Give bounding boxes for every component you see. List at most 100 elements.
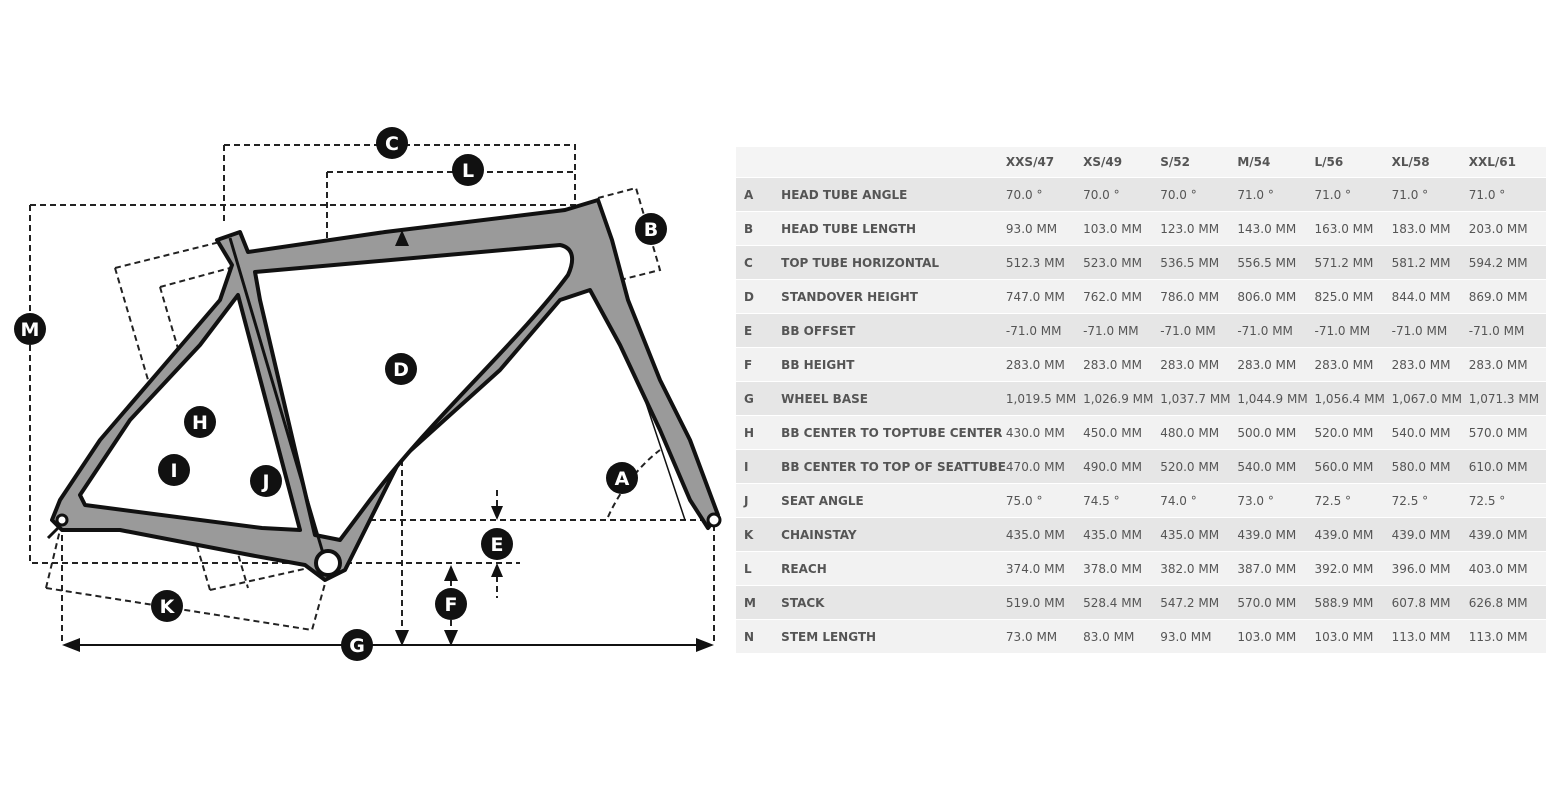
row-value: 519.0 MM xyxy=(1005,585,1084,620)
row-value: 512.3 MM xyxy=(1005,245,1084,280)
size-header: XS/49 xyxy=(1083,147,1161,178)
row-value: 626.8 MM xyxy=(1468,585,1546,620)
row-value: 70.0 ° xyxy=(1083,177,1161,212)
size-header: XXL/61 xyxy=(1468,147,1546,178)
row-key: G xyxy=(736,381,782,416)
row-value: -71.0 MM xyxy=(1468,313,1546,348)
label-l: L xyxy=(452,154,484,186)
row-value: 283.0 MM xyxy=(1468,347,1546,382)
row-value: 610.0 MM xyxy=(1468,449,1546,484)
row-value: 1,071.3 MM xyxy=(1468,381,1546,416)
label-m: M xyxy=(14,313,46,345)
row-value: 283.0 MM xyxy=(1391,347,1469,382)
row-value: 396.0 MM xyxy=(1391,551,1469,586)
row-value: 762.0 MM xyxy=(1083,279,1161,314)
label-h: H xyxy=(184,406,216,438)
row-value: 113.0 MM xyxy=(1468,619,1546,653)
row-key: L xyxy=(736,551,782,586)
row-value: 536.5 MM xyxy=(1160,245,1238,280)
row-name: SEAT ANGLE xyxy=(781,483,1006,518)
row-value: 103.0 MM xyxy=(1314,619,1392,653)
row-value: 93.0 MM xyxy=(1005,211,1084,246)
row-value: 103.0 MM xyxy=(1237,619,1315,653)
row-value: 450.0 MM xyxy=(1083,415,1161,450)
row-value: 283.0 MM xyxy=(1314,347,1392,382)
label-i: I xyxy=(158,454,190,486)
row-name: BB OFFSET xyxy=(781,313,1006,348)
row-value: 540.0 MM xyxy=(1237,449,1315,484)
row-value: 439.0 MM xyxy=(1468,517,1546,552)
row-value: 588.9 MM xyxy=(1314,585,1392,620)
row-name: BB CENTER TO TOP OF SEATTUBE xyxy=(781,449,1006,484)
row-value: 1,037.7 MM xyxy=(1160,381,1238,416)
size-header: XXS/47 xyxy=(1005,147,1084,178)
row-key: K xyxy=(736,517,782,552)
row-key: H xyxy=(736,415,782,450)
row-value: 844.0 MM xyxy=(1391,279,1469,314)
svg-text:I: I xyxy=(170,460,177,482)
geometry-table: XXS/47 XS/49 S/52 M/54 L/56 XL/58 XXL/61… xyxy=(736,147,1546,653)
row-value: -71.0 MM xyxy=(1083,313,1161,348)
row-value: 283.0 MM xyxy=(1237,347,1315,382)
row-value: 435.0 MM xyxy=(1005,517,1084,552)
row-value: 75.0 ° xyxy=(1005,483,1084,518)
row-key: D xyxy=(736,279,782,314)
row-value: 374.0 MM xyxy=(1005,551,1084,586)
row-value: 520.0 MM xyxy=(1160,449,1238,484)
svg-text:J: J xyxy=(260,471,269,493)
size-header: S/52 xyxy=(1160,147,1238,178)
row-key: A xyxy=(736,177,782,212)
size-header: XL/58 xyxy=(1391,147,1469,178)
row-value: 580.0 MM xyxy=(1391,449,1469,484)
row-value: 72.5 ° xyxy=(1391,483,1469,518)
table-header-row: XXS/47 XS/49 S/52 M/54 L/56 XL/58 XXL/61 xyxy=(736,147,1546,178)
bike-frame xyxy=(46,198,722,582)
row-value: 439.0 MM xyxy=(1237,517,1315,552)
row-value: 143.0 MM xyxy=(1237,211,1315,246)
header-key xyxy=(736,147,782,178)
label-b: B xyxy=(635,213,667,245)
row-key: I xyxy=(736,449,782,484)
row-value: 430.0 MM xyxy=(1005,415,1084,450)
row-name: STANDOVER HEIGHT xyxy=(781,279,1006,314)
row-value: 74.0 ° xyxy=(1160,483,1238,518)
row-value: 581.2 MM xyxy=(1391,245,1469,280)
row-value: -71.0 MM xyxy=(1314,313,1392,348)
row-value: 387.0 MM xyxy=(1237,551,1315,586)
row-name: HEAD TUBE ANGLE xyxy=(781,177,1006,212)
label-g: G xyxy=(341,629,373,661)
row-value: 500.0 MM xyxy=(1237,415,1315,450)
row-value: 490.0 MM xyxy=(1083,449,1161,484)
row-key: N xyxy=(736,619,782,653)
row-value: 392.0 MM xyxy=(1314,551,1392,586)
row-value: 203.0 MM xyxy=(1468,211,1546,246)
label-f: F xyxy=(435,588,467,620)
row-key: J xyxy=(736,483,782,518)
row-key: F xyxy=(736,347,782,382)
svg-text:G: G xyxy=(349,635,365,657)
size-header: M/54 xyxy=(1237,147,1315,178)
label-c: C xyxy=(376,127,408,159)
row-value: 71.0 ° xyxy=(1237,177,1315,212)
row-name: BB HEIGHT xyxy=(781,347,1006,382)
row-value: 93.0 MM xyxy=(1160,619,1238,653)
row-value: 72.5 ° xyxy=(1314,483,1392,518)
row-value: 1,056.4 MM xyxy=(1314,381,1392,416)
row-value: 1,019.5 MM xyxy=(1005,381,1084,416)
svg-text:A: A xyxy=(615,468,630,490)
row-value: 183.0 MM xyxy=(1391,211,1469,246)
row-value: 435.0 MM xyxy=(1160,517,1238,552)
row-value: 523.0 MM xyxy=(1083,245,1161,280)
row-value: 83.0 MM xyxy=(1083,619,1161,653)
row-value: 70.0 ° xyxy=(1160,177,1238,212)
svg-text:C: C xyxy=(385,133,399,155)
row-value: 570.0 MM xyxy=(1237,585,1315,620)
row-value: 435.0 MM xyxy=(1083,517,1161,552)
